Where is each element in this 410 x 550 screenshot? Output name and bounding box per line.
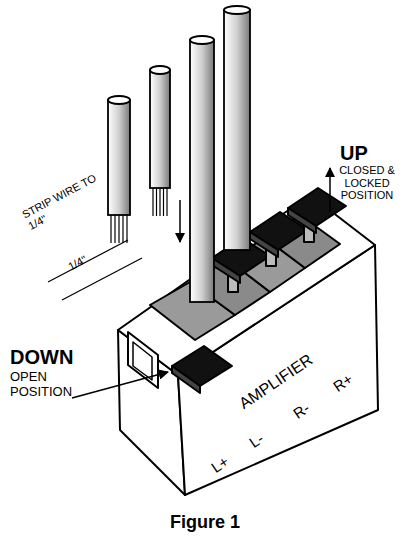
- wire-strand: [118, 215, 119, 243]
- figure-caption: Figure 1: [0, 512, 410, 533]
- stripped-strands: [111, 188, 167, 243]
- down-leader: [72, 372, 168, 398]
- wire-strand: [152, 188, 153, 216]
- insert-arrow: [179, 200, 181, 242]
- speaker-wires: [108, 6, 250, 302]
- state-note: CLOSED & LOCKED POSITION: [330, 164, 404, 202]
- up-arrow: [329, 168, 331, 212]
- dimension-lines: [48, 240, 142, 300]
- wire-strand: [166, 188, 167, 216]
- wire-strand: [156, 188, 157, 216]
- wire-strand: [110, 215, 111, 243]
- wire-strand: [114, 215, 115, 243]
- wire-strand: [159, 188, 160, 216]
- state-heading: UP: [340, 142, 390, 165]
- state-heading: DOWN: [10, 346, 90, 369]
- wire-strand: [163, 188, 164, 216]
- wire-strand: [122, 215, 123, 243]
- dimension-label: 1/4": [66, 243, 107, 273]
- state-note: OPEN POSITION: [10, 370, 70, 400]
- wire-strand: [126, 215, 127, 243]
- strip-note: STRIP WIRE TO 1/4": [20, 165, 116, 232]
